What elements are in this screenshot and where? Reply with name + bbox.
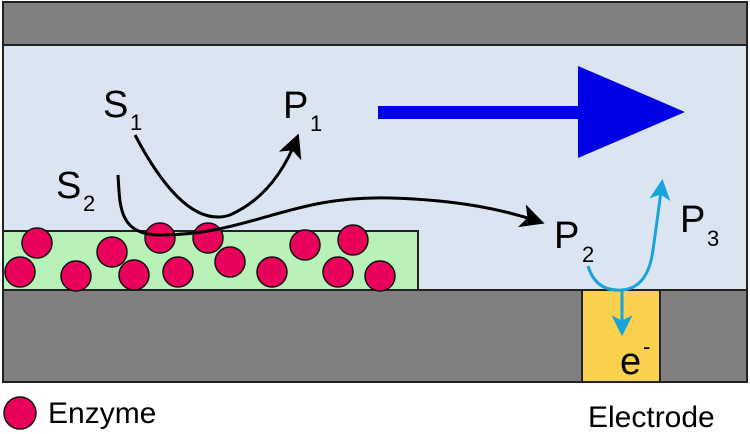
top-channel-wall (2, 1, 748, 46)
enzyme-circle-icon (162, 256, 194, 288)
enzyme-circle-icon (21, 227, 53, 259)
enzyme-spheres (4, 222, 396, 292)
enzyme-circle-icon (337, 224, 369, 256)
label-p1: P1 (283, 85, 322, 136)
label-electron: e- (620, 334, 650, 383)
label-s1: S1 (103, 84, 142, 135)
p2-to-p3-path (586, 178, 671, 292)
legend-enzyme-label: Enzyme (48, 397, 156, 430)
enzyme-circle-icon (364, 260, 396, 292)
enzyme-circle-icon (144, 222, 176, 254)
enzyme-circle-icon (3, 396, 37, 430)
enzyme-circle-icon (214, 246, 246, 278)
enzyme-circle-icon (192, 222, 224, 254)
enzyme-circle-icon (322, 256, 354, 288)
enzyme-circle-icon (96, 236, 128, 268)
enzyme-circle-icon (118, 259, 150, 291)
label-p3: P3 (680, 199, 719, 251)
enzyme-circle-icon (4, 256, 36, 288)
enzyme-circle-icon (60, 260, 92, 292)
legend-electrode-label: Electrode (588, 401, 715, 434)
s2-to-p2-path (116, 174, 545, 237)
flow-direction-arrow (378, 66, 685, 158)
enzyme-circle-icon (289, 229, 321, 261)
s1-to-p1-path (133, 133, 302, 219)
label-s2: S2 (56, 165, 95, 216)
enzyme-circle-icon (256, 256, 288, 288)
